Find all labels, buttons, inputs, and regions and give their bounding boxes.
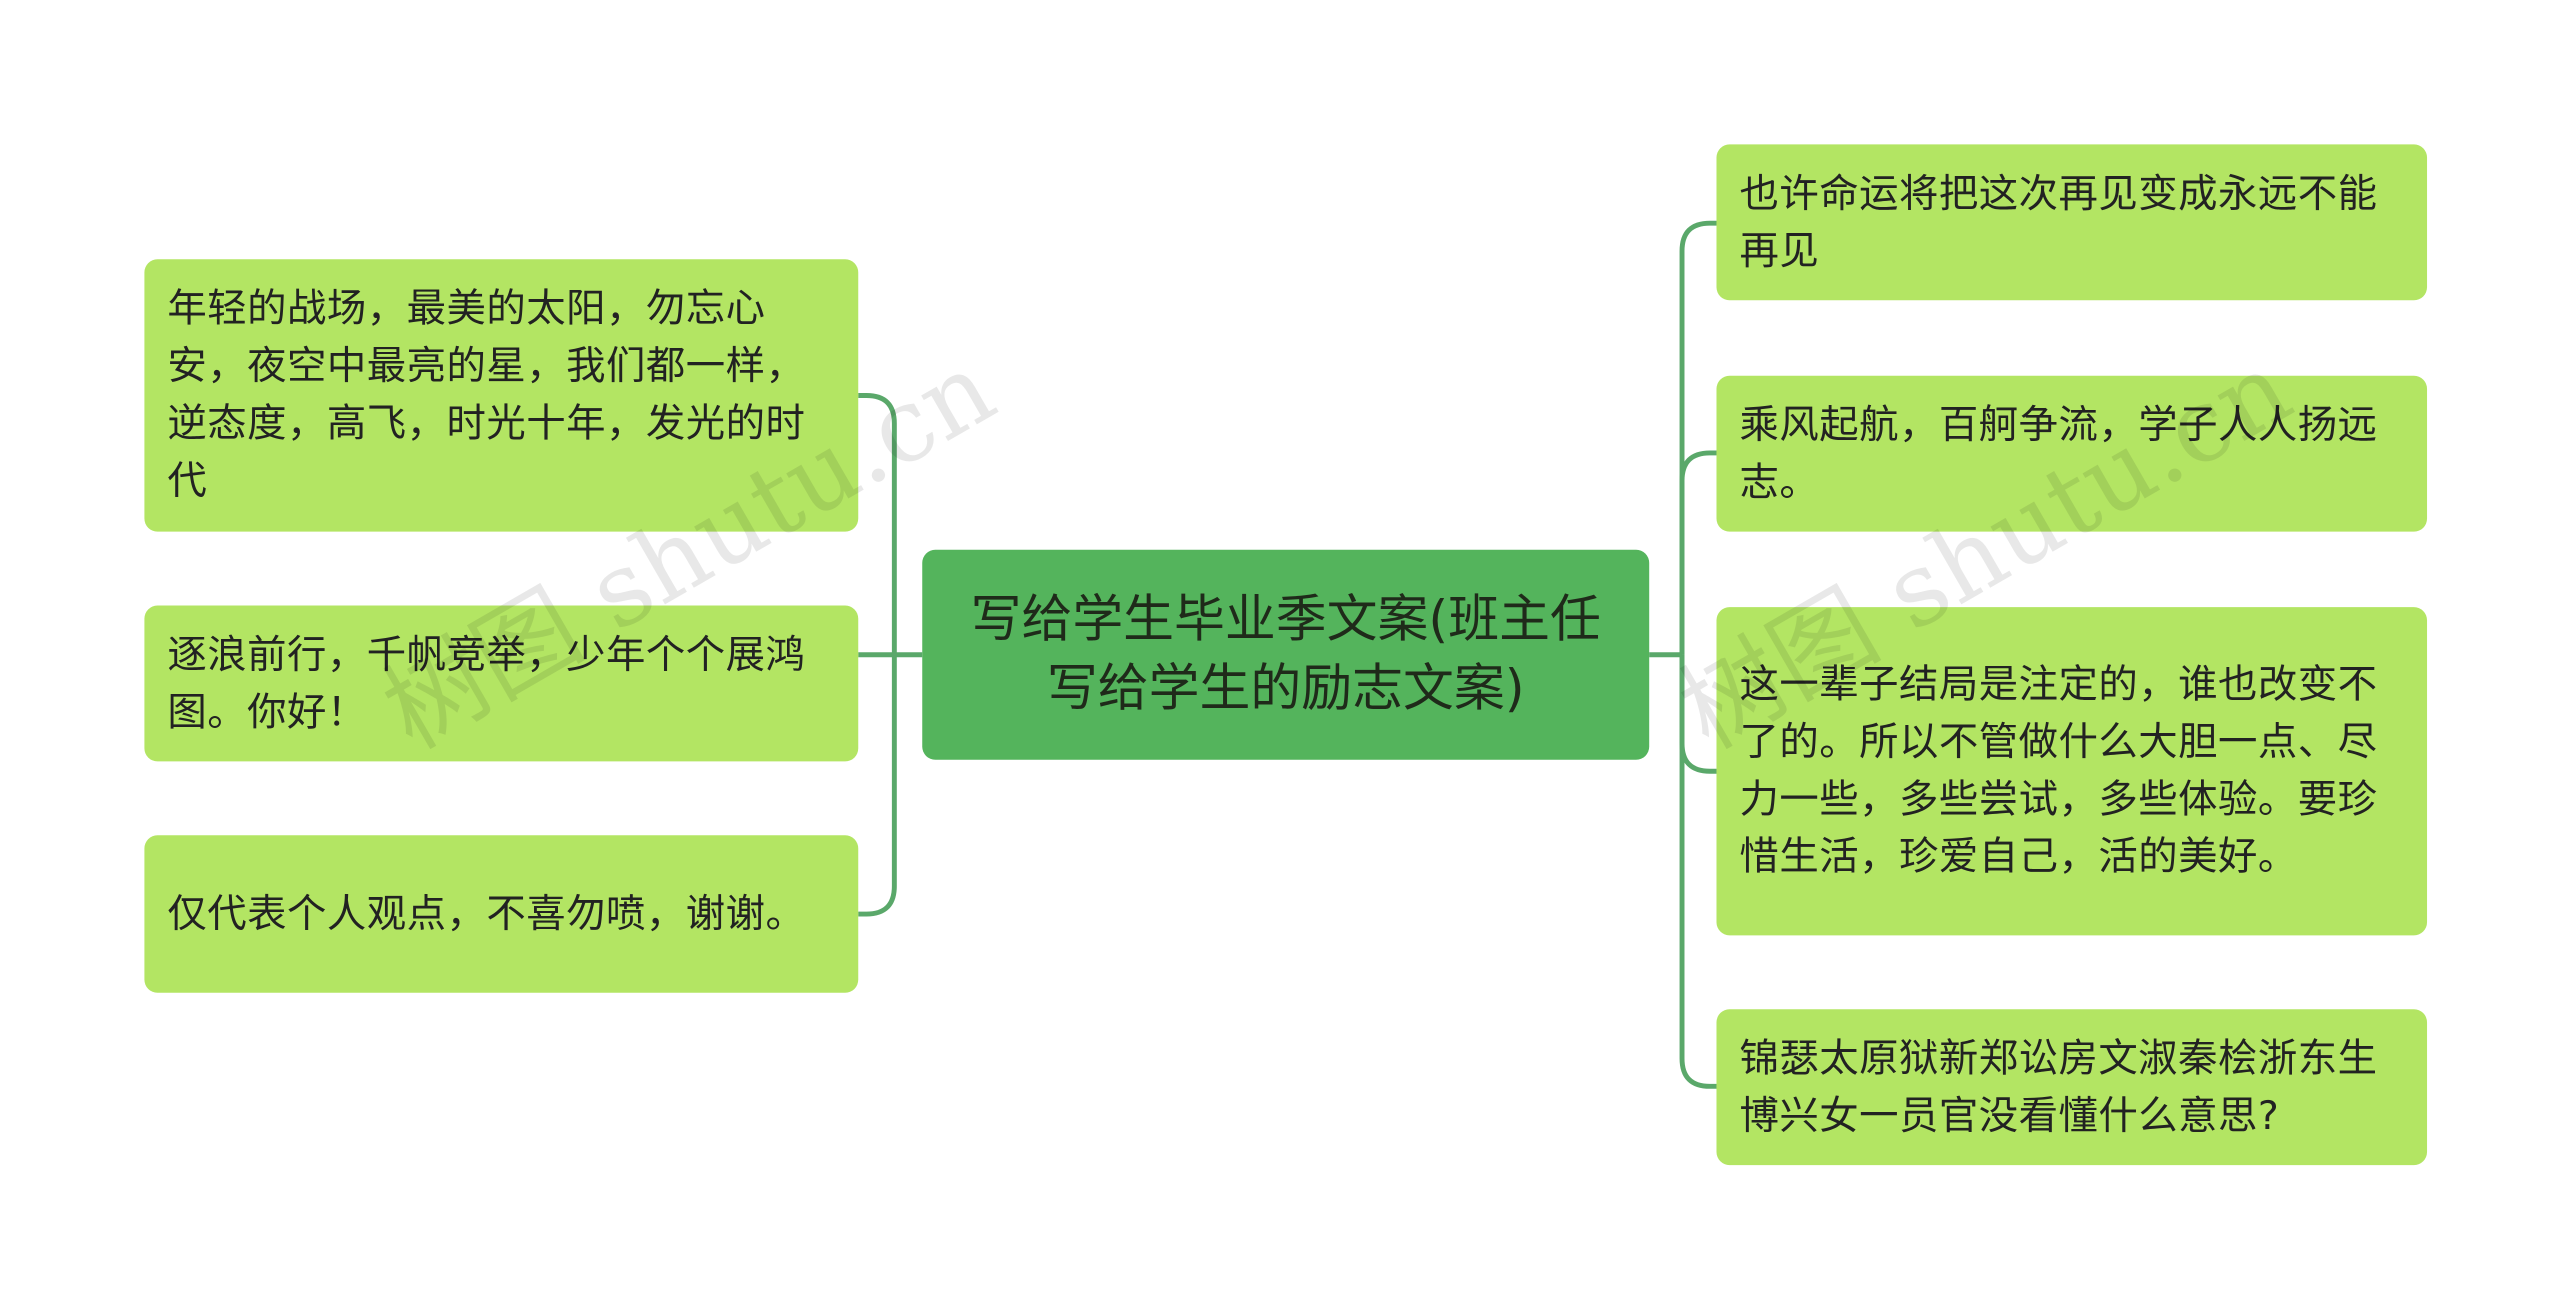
- right-topic-2-text: 乘风起航，百舸争流，学子人人扬远志。: [1739, 401, 2378, 505]
- connector-right-1: [1679, 220, 1717, 655]
- left-topic-3-text: 仅代表个人观点，不喜勿喷，谢谢。: [167, 890, 806, 937]
- left-topic-3[interactable]: 仅代表个人观点，不喜勿喷，谢谢。: [144, 835, 859, 993]
- right-topic-1-text: 也许命运将把这次再见变成永远不能再见: [1739, 169, 2378, 274]
- root-topic[interactable]: 写给学生毕业季文案(班主任写给学生的励志文案): [922, 549, 1650, 760]
- right-topic-2[interactable]: 乘风起航，百舸争流，学子人人扬远志。: [1716, 375, 2428, 532]
- left-topic-1[interactable]: 年轻的战场，最美的太阳，勿忘心安，夜空中最亮的星，我们都一样，逆态度，高飞，时光…: [144, 259, 859, 532]
- right-topic-3-text: 这一辈子结局是注定的，谁也改变不了的。所以不管做什么大胆一点、尽力一些，多些尝试…: [1739, 661, 2378, 880]
- root-topic-text: 写给学生毕业季文案(班主任写给学生的励志文案): [970, 590, 1601, 719]
- right-topic-1[interactable]: 也许命运将把这次再见变成永远不能再见: [1716, 144, 2428, 301]
- right-topic-3[interactable]: 这一辈子结局是注定的，谁也改变不了的。所以不管做什么大胆一点、尽力一些，多些尝试…: [1716, 607, 2428, 936]
- connector-left-3: [858, 654, 897, 917]
- left-topic-1-text: 年轻的战场，最美的太阳，勿忘心安，夜空中最亮的星，我们都一样，逆态度，高飞，时光…: [167, 285, 806, 504]
- right-topic-4-text: 锦瑟太原狱新郑讼房文淑秦桧浙东生博兴女一员官没看懂什么意思?: [1739, 1034, 2378, 1139]
- right-topic-4[interactable]: 锦瑟太原狱新郑讼房文淑秦桧浙东生博兴女一员官没看懂什么意思?: [1716, 1009, 2428, 1166]
- left-topic-2-text: 逐浪前行，千帆竞举，少年个个展鸿图。你好！: [167, 630, 806, 735]
- left-topic-2[interactable]: 逐浪前行，千帆竞举，少年个个展鸿图。你好！: [144, 605, 859, 762]
